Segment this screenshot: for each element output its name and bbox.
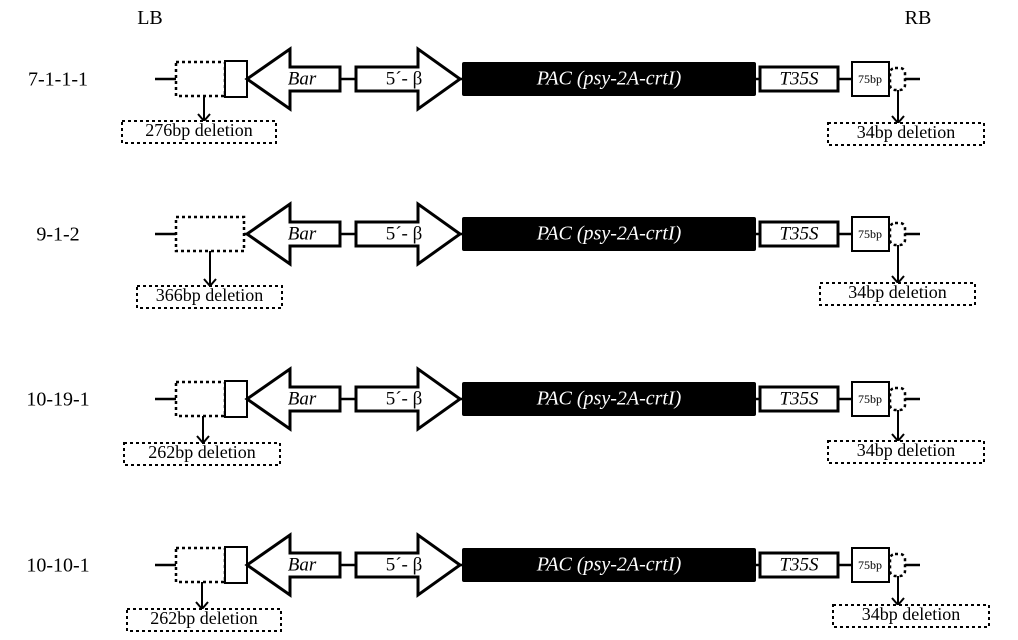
left-deletion-arrow: [196, 416, 210, 445]
right-deletion-arrow: [891, 410, 905, 443]
bar-gene-arrow: [244, 366, 342, 432]
pac-gene-box: [462, 217, 756, 251]
bar-gene-arrow: [244, 532, 342, 598]
right-deletion-label: 34bp deletion: [857, 440, 955, 460]
terminator-label: T35S: [779, 554, 819, 575]
left-deletion-arrow: [203, 251, 217, 288]
right-deletion-label: 34bp deletion: [848, 282, 946, 302]
left-deletion-box: [121, 120, 277, 144]
promoter-label: 5´- β: [386, 388, 423, 409]
right-deletion-label: 34bp deletion: [857, 122, 955, 142]
terminator-box: [758, 220, 840, 248]
right-deleted-region: [888, 66, 907, 92]
left-deletion-arrow: [195, 582, 209, 611]
spacer-label: 75bp: [858, 558, 882, 572]
pac-gene-label: PAC (psy-2A-crtI): [536, 223, 682, 245]
bar-gene-arrow: [244, 46, 342, 112]
event-row-9-1-2: 9-1-2 Bar 5´- β PAC (psy-2A-crtI) T35S 75bp 36…: [36, 201, 976, 309]
left-deletion-box: [136, 285, 283, 309]
spacer-label: 75bp: [858, 72, 882, 86]
pac-gene-box: [462, 382, 756, 416]
event-row-10-10-1: 10-10-1 Bar 5´- β PAC (psy-2A-crtI) T35S 75bp…: [26, 532, 990, 632]
bar-gene-label: Bar: [288, 554, 317, 575]
left-deleted-region: [174, 215, 246, 253]
left-deleted-region: [174, 60, 227, 98]
promoter-arrow: [354, 366, 463, 432]
pac-gene-label: PAC (psy-2A-crtI): [536, 68, 682, 90]
right-deletion-box: [819, 282, 976, 306]
bar-gene-label: Bar: [288, 68, 317, 89]
event-row-7-1-1-1: 7-1-1-1 Bar 5´- β PAC (psy-2A-crtI) T35S 75bp…: [28, 46, 985, 146]
terminator-box: [758, 385, 840, 413]
left-border-box: [224, 380, 248, 418]
left-deletion-label: 366bp deletion: [156, 285, 263, 305]
pac-gene-box: [462, 548, 756, 582]
promoter-label: 5´- β: [386, 68, 423, 89]
right-deletion-label: 34bp deletion: [862, 604, 960, 624]
left-border-box: [224, 546, 248, 584]
terminator-box: [758, 551, 840, 579]
left-deletion-box: [126, 608, 282, 632]
right-deletion-box: [827, 122, 985, 146]
promoter-label: 5´- β: [386, 554, 423, 575]
spacer-box: [851, 216, 890, 252]
event-id-label: 7-1-1-1: [28, 69, 88, 91]
left-deletion-label: 262bp deletion: [148, 442, 255, 462]
right-deletion-arrow: [891, 576, 905, 607]
right-deletion-arrow: [891, 90, 905, 125]
left-deletion-label: 276bp deletion: [145, 120, 252, 140]
right-border-label: RB: [905, 7, 932, 29]
spacer-box: [851, 381, 890, 417]
left-deletion-box: [123, 442, 281, 466]
pac-gene-label: PAC (psy-2A-crtI): [536, 388, 682, 410]
event-id-label: 10-19-1: [26, 389, 89, 411]
spacer-box: [851, 61, 890, 97]
promoter-arrow: [354, 532, 463, 598]
bar-gene-label: Bar: [288, 223, 317, 244]
terminator-label: T35S: [779, 68, 819, 89]
left-deletion-label: 262bp deletion: [150, 608, 257, 628]
event-id-label: 9-1-2: [36, 224, 79, 246]
promoter-arrow: [354, 46, 463, 112]
spacer-label: 75bp: [858, 392, 882, 406]
terminator-box: [758, 65, 840, 93]
bar-gene-label: Bar: [288, 388, 317, 409]
pac-gene-box: [462, 62, 756, 96]
pac-gene-label: PAC (psy-2A-crtI): [536, 554, 682, 576]
terminator-label: T35S: [779, 223, 819, 244]
right-deletion-box: [827, 440, 985, 464]
promoter-label: 5´- β: [386, 223, 423, 244]
left-border-box: [224, 60, 248, 98]
promoter-arrow: [354, 201, 463, 267]
right-deleted-region: [888, 221, 907, 247]
right-deleted-region: [888, 386, 907, 412]
terminator-label: T35S: [779, 388, 819, 409]
left-deleted-region: [174, 380, 227, 418]
spacer-label: 75bp: [858, 227, 882, 241]
right-deletion-box: [832, 604, 990, 628]
event-row-10-19-1: 10-19-1 Bar 5´- β PAC (psy-2A-crtI) T35S 75bp…: [26, 366, 985, 466]
left-deleted-region: [174, 546, 227, 584]
left-border-label: LB: [137, 7, 163, 29]
left-deletion-arrow: [197, 96, 211, 123]
right-deleted-region: [888, 552, 907, 578]
right-deletion-arrow: [891, 245, 905, 285]
event-id-label: 10-10-1: [26, 555, 89, 577]
bar-gene-arrow: [244, 201, 342, 267]
